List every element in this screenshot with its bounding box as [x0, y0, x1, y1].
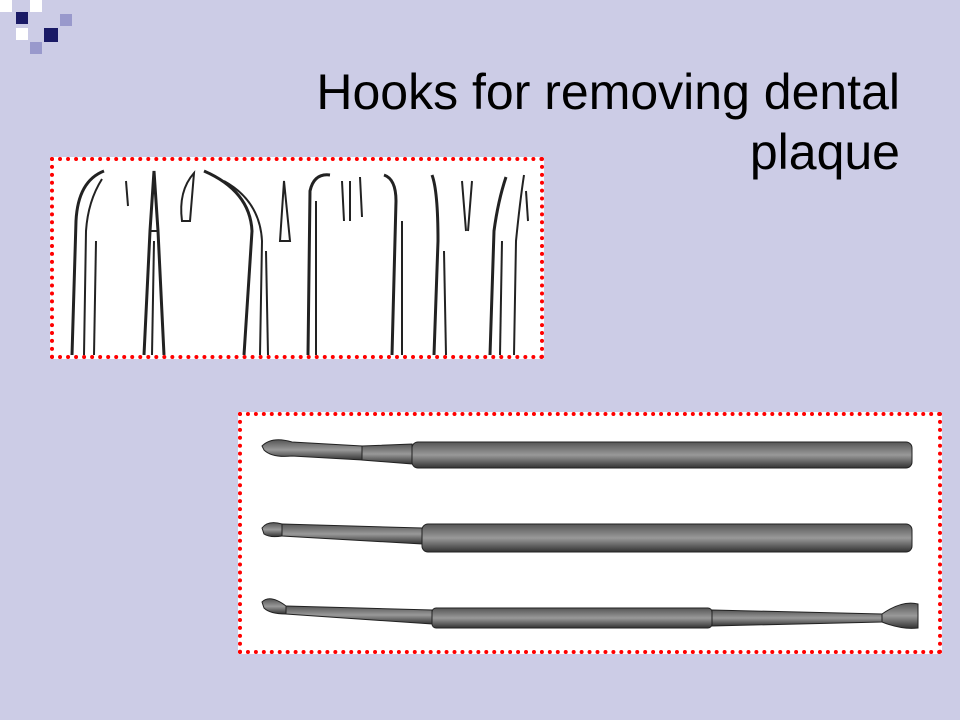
- dental-instruments-illustration: [50, 157, 544, 359]
- dental-scalers-icon: [261, 439, 919, 629]
- corner-squares-icon: [0, 0, 80, 60]
- dental-scalers-photo: [238, 412, 942, 654]
- dental-hooks-tips-icon: [70, 169, 529, 355]
- slide-title: Hooks for removing dental plaque: [316, 64, 900, 180]
